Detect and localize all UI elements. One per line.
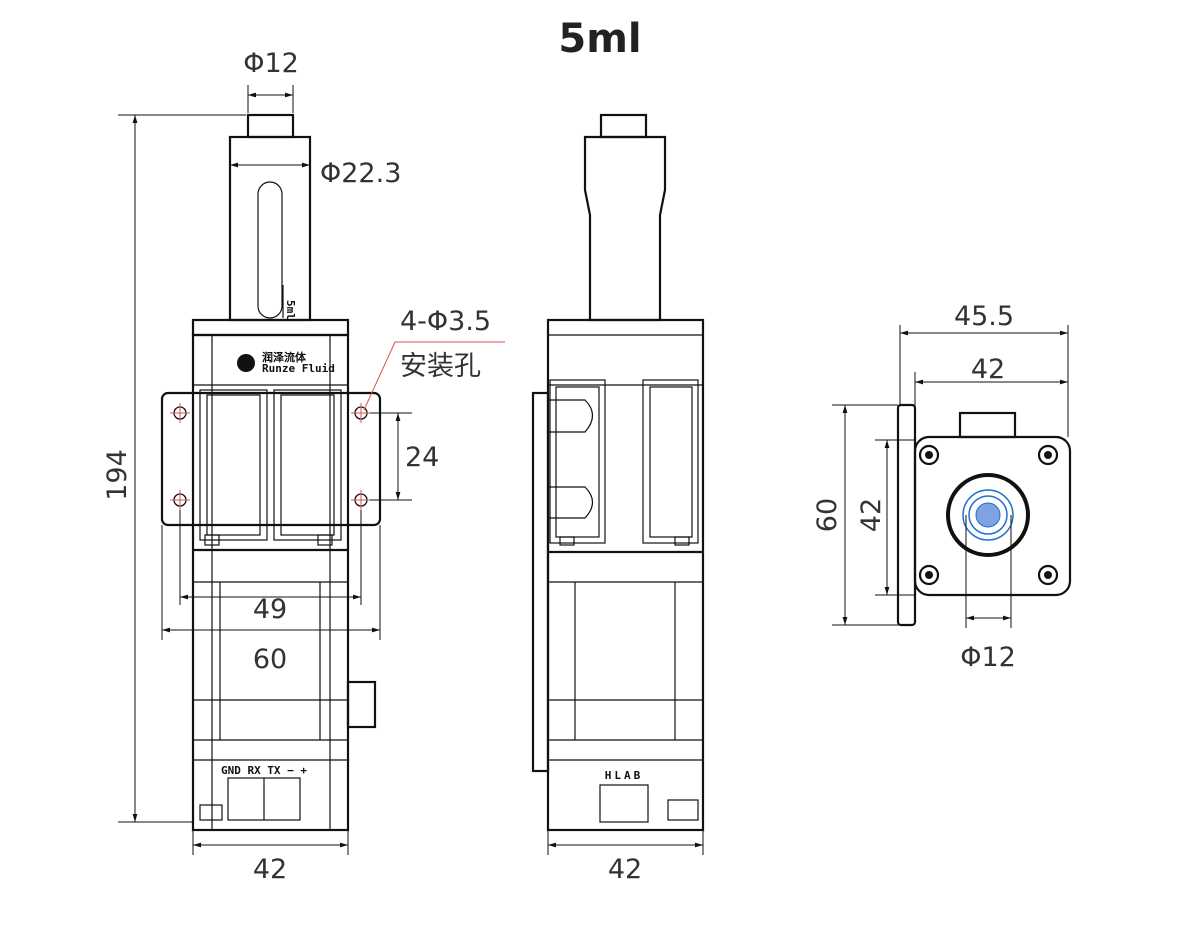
dim-plate-width: 45.5 — [954, 301, 1014, 332]
outlet-port — [975, 502, 1001, 528]
title: 5ml — [558, 16, 641, 62]
connector-labels: GND RX TX − + — [221, 764, 307, 777]
dim-side-body-width: 42 — [608, 854, 642, 885]
leader-line — [363, 341, 505, 411]
front-view: 5ml GND RX TX − + 润泽流体 Runze Fluid — [102, 48, 505, 885]
holes-label: 安装孔 — [400, 351, 481, 382]
end-view: 45.5 42 60 42 Φ12 — [812, 301, 1072, 673]
mounting-holes — [173, 406, 368, 507]
dim-hole-spacing-h: 49 — [253, 594, 287, 625]
dim-bracket-width: 60 — [253, 644, 287, 675]
dim-barrel-dia: Φ22.3 — [320, 158, 401, 189]
dim-square-height: 42 — [856, 498, 887, 532]
connector-labels-hlab: HLAB — [605, 769, 644, 782]
dim-plate-height: 60 — [812, 498, 843, 532]
logo-en: Runze Fluid — [262, 362, 335, 375]
scale-label: 5ml — [284, 300, 297, 320]
dim-body-width: 42 — [253, 854, 287, 885]
side-view: HLAB 42 — [531, 113, 705, 885]
dim-height: 194 — [102, 449, 133, 501]
dim-hole-spacing-v: 24 — [405, 442, 439, 473]
holes-spec: 4-Φ3.5 — [400, 306, 491, 337]
dim-end-outlet-dia: Φ12 — [960, 642, 1016, 673]
dim-outlet-dia: Φ12 — [243, 48, 299, 79]
dim-square-width: 42 — [971, 354, 1005, 385]
logo-cn: 润泽流体 — [262, 350, 307, 364]
logo-icon — [237, 354, 255, 372]
